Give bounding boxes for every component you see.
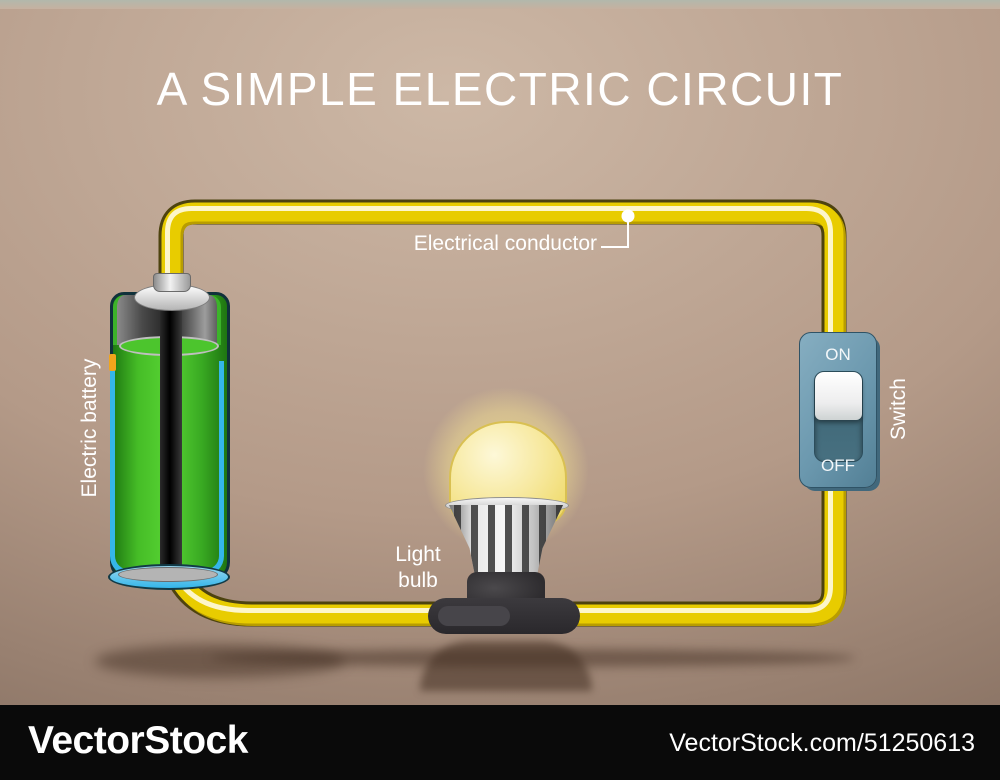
switch-illustration: ON OFF [799, 332, 877, 488]
battery-illustration [108, 273, 234, 590]
bulb-label: Light bulb [378, 542, 458, 593]
battery-bottom-plate [118, 567, 218, 582]
wire-highlight-stroke [165, 206, 833, 613]
bulb-base-plate [428, 598, 580, 634]
bulb-base-highlight [438, 606, 510, 626]
bulb-label-line2: bulb [398, 568, 438, 592]
watermark-bar: VectorStock VectorStock.com/51250613 [0, 705, 1000, 780]
battery-terminal-post [153, 273, 191, 292]
battery-label: Electric battery [78, 358, 101, 498]
conductor-leader-line [601, 216, 629, 248]
conductor-dot-marker [621, 209, 635, 223]
switch-rocker [815, 372, 862, 420]
switch-on-label: ON [825, 345, 851, 364]
vectorstock-logo: VectorStock [28, 719, 248, 762]
battery-seal-band [109, 354, 116, 371]
page-title: A SIMPLE ELECTRIC CIRCUIT [156, 63, 844, 115]
top-edge-band [0, 0, 1000, 9]
conductor-label: Electrical conductor [413, 232, 597, 255]
switch-recess [814, 371, 863, 462]
battery-carbon-rod [160, 298, 182, 576]
switch-off-label: OFF [821, 456, 855, 475]
vectorstock-credit: VectorStock.com/51250613 [669, 729, 975, 757]
bulb-label-line1: Light [395, 543, 441, 566]
bulb-shadow [420, 641, 592, 691]
switch-label: Switch [887, 378, 910, 440]
